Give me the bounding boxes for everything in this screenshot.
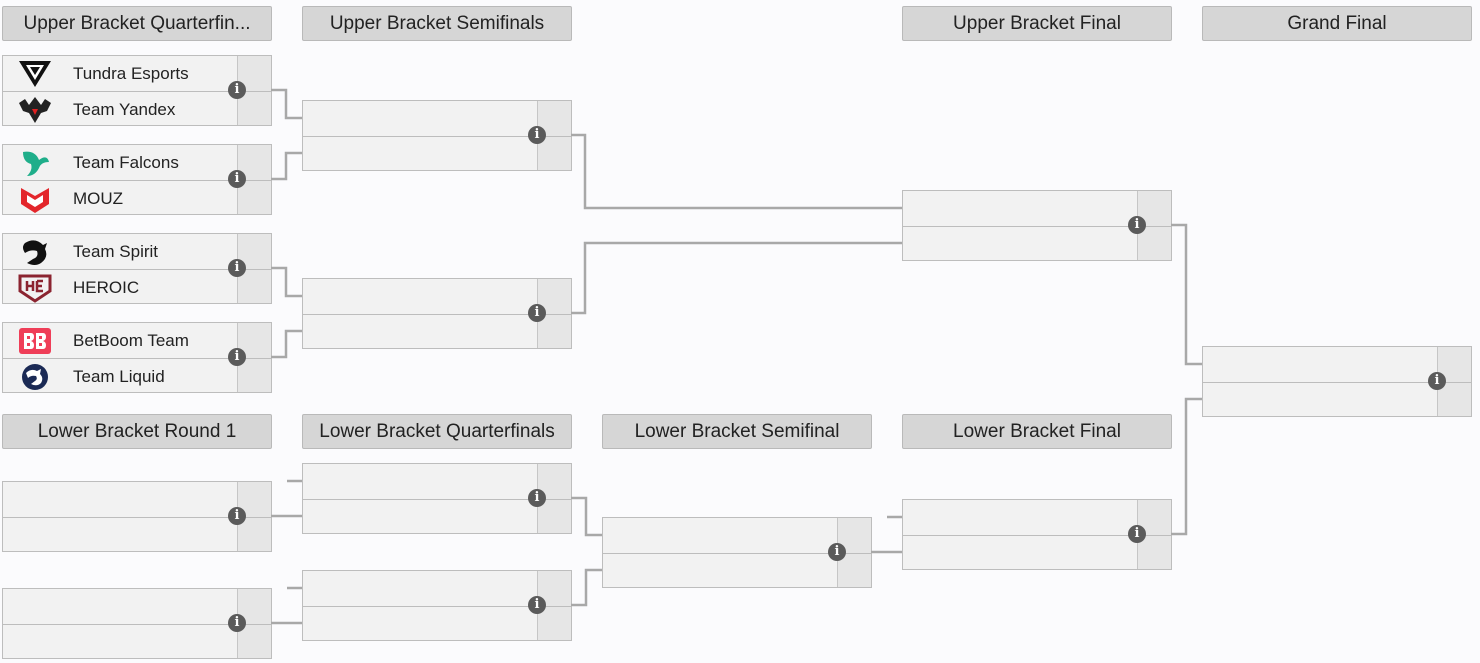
match-info-icon[interactable]: i [528,304,546,322]
team-name: MOUZ [73,188,124,208]
match-ub-qf-3[interactable]: Team Spirit HEROIC [2,233,272,304]
match-info-icon[interactable]: i [528,596,546,614]
team-slot-betboom-team[interactable]: BetBoom Team [3,323,239,358]
team-slot-team-yandex[interactable]: Team Yandex [3,92,239,127]
betboom-team-logo-icon [17,326,53,356]
team-liquid-logo-icon [17,362,53,392]
match-lb-qf-2[interactable] [302,570,572,641]
match-info-icon[interactable]: i [528,126,546,144]
match-info-icon[interactable]: i [228,507,246,525]
team-slot-team-spirit[interactable]: Team Spirit [3,234,239,269]
match-info-icon[interactable]: i [1128,525,1146,543]
header-lower-bracket-round-1: Lower Bracket Round 1 [2,414,272,449]
match-lb-final[interactable] [902,499,1172,570]
match-info-icon[interactable]: i [228,614,246,632]
match-ub-sf-1[interactable] [302,100,572,171]
match-info-icon[interactable]: i [528,489,546,507]
match-ub-qf-2[interactable]: Team Falcons MOUZ [2,144,272,215]
header-lower-bracket-semifinal: Lower Bracket Semifinal [602,414,872,449]
match-ub-qf-1[interactable]: Tundra Esports Team Yandex [2,55,272,126]
match-info-icon[interactable]: i [1428,372,1446,390]
header-grand-final: Grand Final [1202,6,1472,41]
team-slot-team-falcons[interactable]: Team Falcons [3,145,239,180]
header-lower-bracket-final: Lower Bracket Final [902,414,1172,449]
team-falcons-logo-icon [17,148,53,178]
match-info-icon[interactable]: i [228,348,246,366]
match-info-icon[interactable]: i [228,170,246,188]
match-info-icon[interactable]: i [228,81,246,99]
match-lb-sf[interactable] [602,517,872,588]
match-ub-qf-4[interactable]: BetBoom Team Team Liquid [2,322,272,393]
team-name: Team Falcons [73,152,179,172]
match-ub-final[interactable] [902,190,1172,261]
team-name: HEROIC [73,277,140,297]
match-lb-qf-1[interactable] [302,463,572,534]
match-info-icon[interactable]: i [828,543,846,561]
team-name: Team Liquid [73,366,165,386]
team-name: Team Yandex [73,99,176,119]
team-name: Team Spirit [73,241,159,261]
mouz-logo-icon [17,184,53,214]
match-info-icon[interactable]: i [1128,216,1146,234]
header-upper-bracket-semifinals: Upper Bracket Semifinals [302,6,572,41]
team-spirit-logo-icon [17,237,53,267]
team-yandex-logo-icon [17,95,53,125]
match-info-icon[interactable]: i [228,259,246,277]
tundra-esports-logo-icon [17,59,53,89]
heroic-logo-icon [17,273,53,303]
header-upper-bracket-quarterfinals: Upper Bracket Quarterfin... [2,6,272,41]
header-lower-bracket-quarterfinals: Lower Bracket Quarterfinals [302,414,572,449]
team-name: BetBoom Team [73,330,189,350]
team-slot-mouz[interactable]: MOUZ [3,181,239,216]
team-slot-team-liquid[interactable]: Team Liquid [3,359,239,394]
team-slot-tundra-esports[interactable]: Tundra Esports [3,56,239,91]
team-name: Tundra Esports [73,63,189,83]
match-grand-final[interactable] [1202,346,1472,417]
header-upper-bracket-final: Upper Bracket Final [902,6,1172,41]
team-slot-heroic[interactable]: HEROIC [3,270,239,305]
